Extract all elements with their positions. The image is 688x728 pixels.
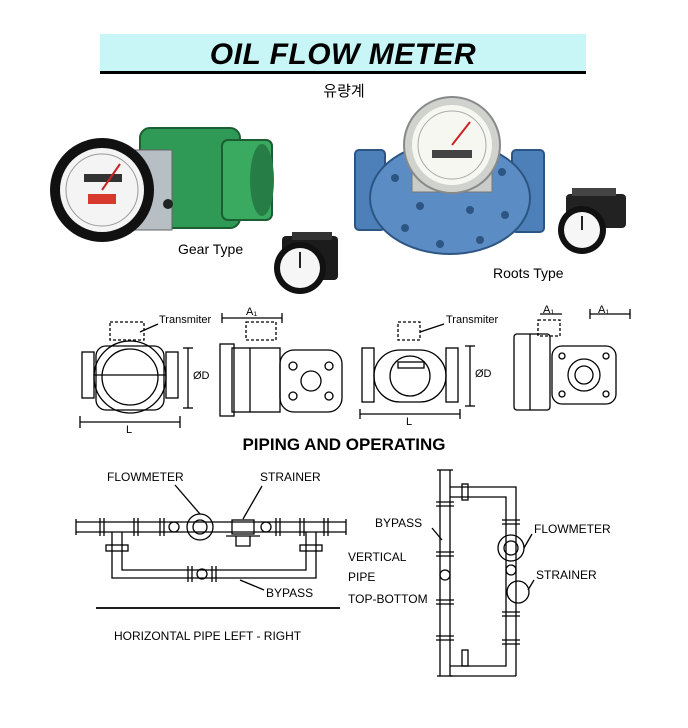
vertical-caption-line-3: TOP-BOTTOM: [348, 592, 428, 606]
transmitter-label-gear: Transmiter: [159, 314, 212, 326]
vertical-piping-diagram: [431, 469, 535, 677]
dimension-a1-roots-top: A₁: [543, 304, 555, 316]
dimension-a1-gear-side: A₁: [246, 306, 258, 318]
horizontal-piping-diagram: [75, 484, 347, 609]
vertical-bypass-label: BYPASS: [375, 516, 423, 530]
page-title: OIL FLOW METER: [209, 38, 477, 71]
dimension-l-gear: L: [126, 424, 133, 436]
dimension-d-gear: ØD: [193, 370, 210, 382]
horizontal-strainer-label: STRAINER: [260, 470, 321, 484]
gear-side-view: [219, 313, 343, 417]
vertical-caption-line-1: VERTICAL: [348, 550, 407, 564]
dimension-a1-roots-side: A₁: [598, 304, 610, 316]
piping-section-title: PIPING AND OPERATING: [242, 435, 446, 454]
gear-type-small-image: [274, 232, 338, 294]
vertical-flowmeter-label: FLOWMETER: [534, 522, 611, 536]
vertical-caption-line-2: PIPE: [348, 570, 376, 584]
gear-type-meter-image: [50, 127, 274, 242]
horizontal-bypass-label: BYPASS: [266, 586, 314, 600]
gear-type-label: Gear Type: [178, 241, 244, 257]
dimension-d-roots: ØD: [475, 368, 492, 380]
roots-type-small-image: [558, 188, 626, 254]
roots-type-meter-image: [354, 96, 545, 255]
page-subtitle: 유량계: [323, 82, 365, 100]
gear-front-view: [79, 321, 193, 428]
horizontal-pipe-caption: HORIZONTAL PIPE LEFT - RIGHT: [114, 629, 302, 643]
transmitter-label-roots: Transmiter: [446, 314, 499, 326]
title-band: [100, 34, 586, 74]
dimension-l-roots: L: [406, 416, 413, 428]
horizontal-flowmeter-label: FLOWMETER: [107, 470, 184, 484]
roots-type-label: Roots Type: [493, 265, 564, 281]
roots-front-view: [359, 321, 475, 419]
vertical-strainer-label: STRAINER: [536, 568, 597, 582]
roots-side-view: [513, 309, 631, 411]
